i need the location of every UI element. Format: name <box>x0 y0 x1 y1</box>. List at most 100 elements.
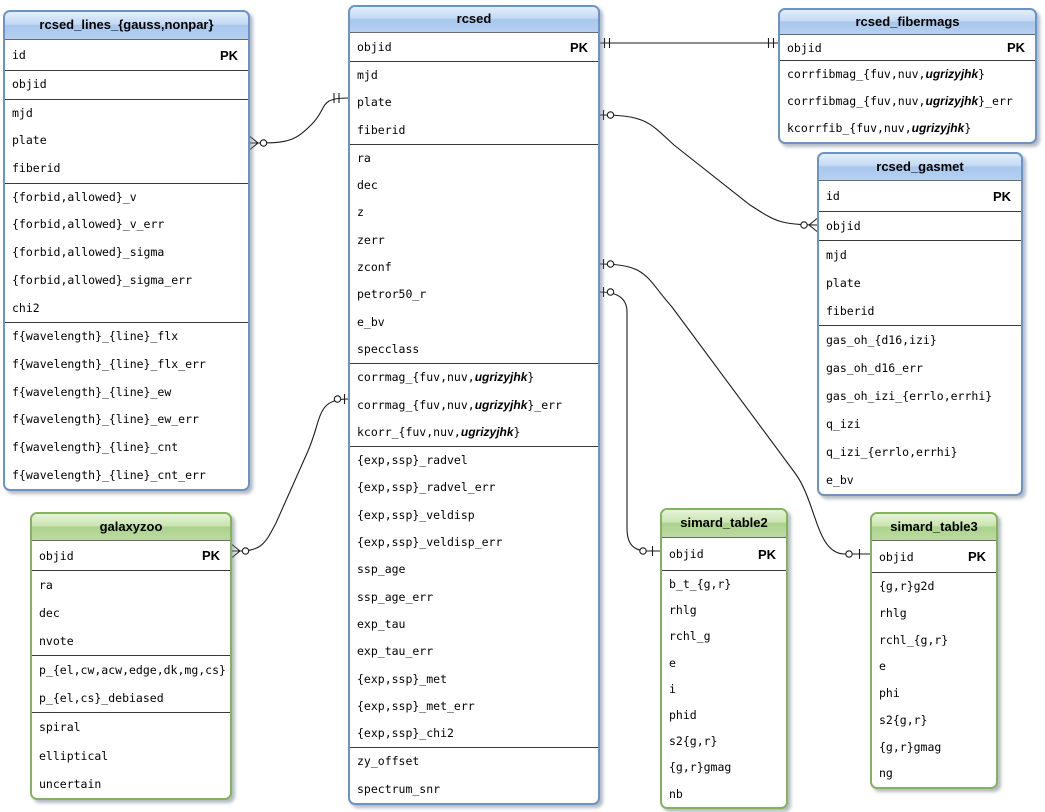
zero-circle-icon <box>606 260 615 268</box>
field-row-dec: dec <box>39 606 60 621</box>
field-row--g-r-g2d: {g,r}g2d <box>879 579 935 593</box>
primary-key-label: PK <box>992 188 1011 204</box>
table-title-rcsed_gasmet: rcsed_gasmet <box>819 154 1021 181</box>
zero-circle-icon <box>639 547 647 555</box>
field-row-exp-tau-err: exp_tau_err <box>357 644 434 659</box>
field-row-s2-g-r-: s2{g,r} <box>879 712 928 727</box>
field-row--forbid-allowed-sigma: {forbid,allowed}_sigma <box>12 245 165 260</box>
field-row-gas-oh-d16-izi-: gas_oh_{d16,izi} <box>826 333 937 347</box>
field-row-mjd: mjd <box>357 68 378 82</box>
zero-circle-icon <box>845 550 853 558</box>
field-section: f{wavelength}_{line}_flx f{wavelength}_{l… <box>5 322 248 489</box>
primary-key-label: PK <box>757 546 776 562</box>
field-row-s2-g-r-: s2{g,r} <box>669 734 718 749</box>
field-row-plate: plate <box>357 95 392 110</box>
field-row-petror50-r: petror50_r <box>357 287 427 302</box>
field-section: corrfibmag_{fuv,nuv,ugrizyjhk}corrfibmag… <box>780 60 1035 142</box>
crow-foot-icon <box>249 136 259 150</box>
field-row-p-el-cs-debiased: p_{el,cs}_debiased <box>39 691 164 706</box>
primary-key-label: PK <box>967 549 986 564</box>
connector-rcsed-to-simard_table2 <box>599 287 660 556</box>
field-row-mjd: mjd <box>826 248 847 262</box>
field-row-specclass: specclass <box>357 341 420 356</box>
field-row-phi: phi <box>879 686 900 700</box>
field-row-f-wavelength-line-ew-err: f{wavelength}_{line}_ew_err <box>12 412 199 427</box>
field-row-gas-oh-izi-errlo-errhi-: gas_oh_izi_{errlo,errhi} <box>826 389 993 403</box>
crow-foot-icon <box>231 544 241 558</box>
field-row-f-wavelength-line-flx: f{wavelength}_{line}_flx <box>12 329 179 344</box>
field-row-phid: phid <box>669 707 697 722</box>
field-row-objid: objid <box>12 77 47 91</box>
field-row-chi2: chi2 <box>12 300 40 315</box>
field-row-kcorrfib-fuv-nuv-ugrizyjhk-: kcorrfib_{fuv,nuv,ugrizyjhk} <box>787 121 972 135</box>
field-row--exp-ssp-radvel: {exp,ssp}_radvel <box>357 453 468 468</box>
field-row-ng: ng <box>879 766 893 781</box>
connector-rcsed-to-simard_table3 <box>599 259 870 559</box>
field-section: p_{el,cw,acw,edge,dk,mg,cs}p_{el,cs}_deb… <box>32 655 230 712</box>
field-row--g-r-gmag: {g,r}gmag <box>669 760 732 775</box>
field-name: id <box>826 189 840 203</box>
field-row-rhlg: rhlg <box>669 603 697 618</box>
field-row-uncertain: uncertain <box>39 776 102 791</box>
field-row-gas-oh-d16-err: gas_oh_d16_err <box>826 361 923 375</box>
field-name: objid <box>879 549 914 564</box>
field-row-exp-tau: exp_tau <box>357 616 406 631</box>
field-row-ra: ra <box>357 150 371 165</box>
table-title-galaxyzoo: galaxyzoo <box>32 514 230 541</box>
field-row-f-wavelength-line-cnt: f{wavelength}_{line}_cnt <box>12 439 179 454</box>
field-name: id <box>12 48 26 62</box>
field-row--exp-ssp-veldisp-err: {exp,ssp}_veldisp_err <box>357 535 503 550</box>
field-row--exp-ssp-met: {exp,ssp}_met <box>357 671 448 686</box>
field-row-objid-pk: objid PK <box>350 33 598 61</box>
connector-rcsed-to-rcsed_fibermags <box>600 38 778 48</box>
field-row-e-bv: e_bv <box>826 473 854 487</box>
zero-circle-icon <box>333 395 342 403</box>
zero-circle-icon <box>606 288 615 296</box>
field-row--exp-ssp-veldisp: {exp,ssp}_veldisp <box>357 507 475 522</box>
zero-circle-icon <box>241 547 250 555</box>
field-row-e: e <box>879 659 886 674</box>
connector-galaxyzoo-to-rcsed <box>231 394 349 558</box>
field-row-nb: nb <box>669 786 683 801</box>
table-title-rcsed_lines: rcsed_lines_{gauss,nonpar} <box>5 12 248 40</box>
field-name: objid <box>39 548 74 563</box>
field-row--forbid-allowed-v-err: {forbid,allowed}_v_err <box>12 217 165 232</box>
field-row-ssp-age-err: ssp_age_err <box>357 589 434 604</box>
field-section: corrmag_{fuv,nuv,ugrizyjhk}corrmag_{fuv,… <box>350 363 598 446</box>
primary-key-label: PK <box>569 39 588 55</box>
field-row-e-bv: e_bv <box>357 314 385 329</box>
field-section: {exp,ssp}_radvel{exp,ssp}_radvel_err{exp… <box>350 446 598 747</box>
field-row-corrmag-fuv-nuv-ugrizyjhk-err: corrmag_{fuv,nuv,ugrizyjhk}_err <box>357 397 563 412</box>
one-tick-icon <box>333 93 340 103</box>
field-row-dec: dec <box>357 178 378 193</box>
field-row-f-wavelength-line-ew: f{wavelength}_{line}_ew <box>12 384 172 399</box>
field-name: objid <box>357 40 392 54</box>
field-row-f-wavelength-line-flx-err: f{wavelength}_{line}_flx_err <box>12 356 206 371</box>
field-row-spiral: spiral <box>39 720 81 735</box>
zero-circle-icon <box>800 221 808 229</box>
field-row-zconf: zconf <box>357 260 392 275</box>
field-row-spectrum-snr: spectrum_snr <box>357 781 441 796</box>
field-row-fiberid: fiberid <box>826 304 875 318</box>
field-row-q-izi-errlo-errhi-: q_izi_{errlo,errhi} <box>826 445 958 459</box>
field-row-e: e <box>669 655 676 670</box>
field-row--exp-ssp-met-err: {exp,ssp}_met_err <box>357 698 475 713</box>
field-row-objid: objid <box>826 219 861 233</box>
table-title-rcsed_fibermags: rcsed_fibermags <box>780 10 1035 35</box>
zero-circle-icon <box>259 139 268 147</box>
field-row-i: i <box>669 681 676 696</box>
